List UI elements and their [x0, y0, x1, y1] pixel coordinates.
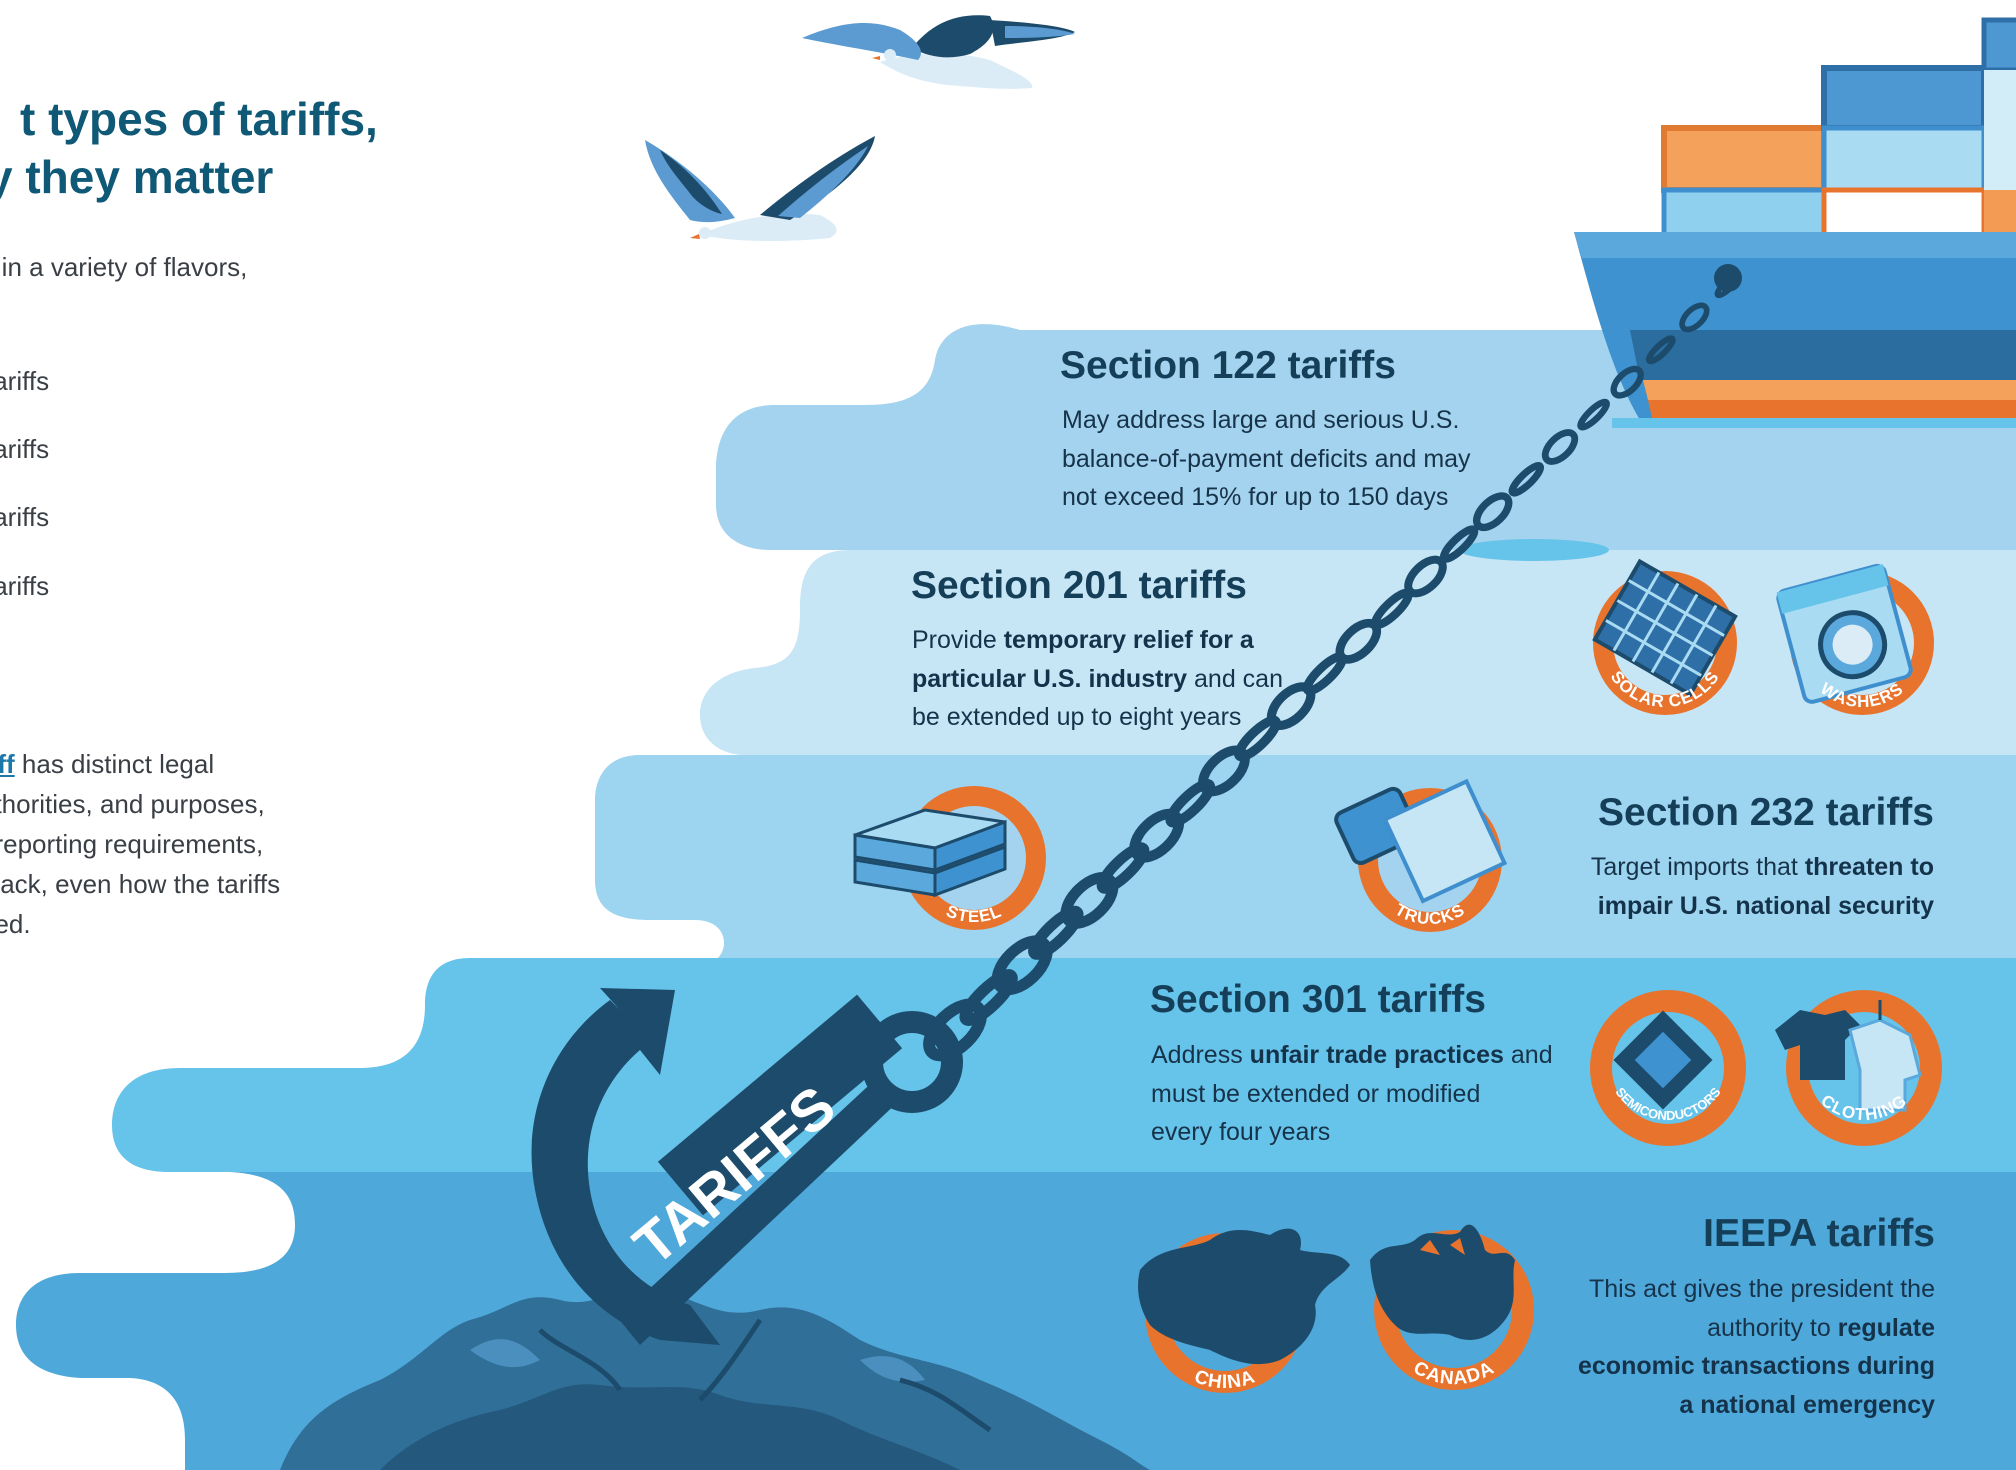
section-232-title: Section 232 tariffs	[1598, 791, 1934, 834]
intro-paragraph: riff has distinct legal uthorities, and …	[0, 744, 280, 944]
chain-link	[1472, 492, 1513, 532]
list-item: tariffs	[0, 502, 50, 532]
desc-emphasis: regulate	[1837, 1313, 1935, 1342]
desc-emphasis: unfair trade practices	[1249, 1041, 1504, 1069]
para-text: ged.	[0, 909, 31, 939]
gull-icon	[645, 136, 875, 242]
desc-text: Target imports that	[1590, 853, 1805, 881]
badge-washers: WASHERS	[1776, 563, 1934, 715]
desc-line: balance-of-payment deficits and may	[1062, 444, 1471, 473]
intro-lead: e in a variety of flavors,	[0, 252, 248, 282]
truck-icon	[1334, 778, 1508, 904]
badge-canada: CANADA	[1370, 1224, 1534, 1390]
desc-text: Address	[1151, 1041, 1250, 1069]
desc-emphasis: economic transactions during	[1577, 1352, 1935, 1380]
para-text: stack, even how the tariffs	[0, 869, 281, 899]
list-item: tariffs	[0, 366, 50, 396]
chain-link	[1679, 302, 1710, 333]
intro-heading-line1: t types of tariffs,	[20, 93, 378, 145]
chain-link	[1096, 842, 1150, 894]
ieepa-desc: This act gives the president the authori…	[1578, 1270, 1935, 1424]
chain-link	[991, 935, 1053, 996]
chain-link	[1028, 905, 1084, 960]
chain-link	[1404, 555, 1447, 598]
rock-icon	[280, 1287, 1150, 1470]
list-item: tariffs	[0, 571, 50, 601]
section-232-desc: Target imports that threaten to impair U…	[1591, 848, 1934, 925]
section-301-desc: Address unfair trade practices and must …	[1151, 1036, 1553, 1152]
desc-line: not exceed 15% for up to 150 days	[1062, 483, 1449, 511]
desc-line: be extended up to eight years	[912, 703, 1242, 731]
chain-link	[1439, 525, 1479, 563]
desc-text: and can	[1187, 664, 1283, 693]
badge-clothing: CLOTHING	[1775, 990, 1942, 1146]
chain-link	[1541, 429, 1579, 465]
chain-link	[1610, 365, 1644, 399]
badge-steel: STEEL	[853, 786, 1046, 930]
desc-text: Provide	[912, 626, 1004, 654]
chain-link	[1060, 872, 1119, 929]
tariff-link[interactable]: riff	[0, 749, 15, 779]
chain-link	[959, 969, 1018, 1026]
section-122-title: Section 122 tariffs	[1060, 344, 1396, 387]
list-item: tariffs	[0, 434, 50, 464]
para-text: uthorities, and purposes,	[0, 789, 265, 819]
section-301-title: Section 301 tariffs	[1150, 978, 1486, 1021]
steel-icon	[853, 808, 1007, 898]
para-text: has distinct legal	[14, 749, 215, 779]
chain-link	[1645, 335, 1676, 365]
desc-text: authority to	[1707, 1313, 1838, 1342]
washer-icon	[1776, 563, 1913, 704]
anchor-icon	[531, 988, 963, 1345]
badge-trucks: TRUCKS	[1334, 778, 1508, 932]
desc-line: every four years	[1151, 1118, 1331, 1146]
chain-icon	[923, 271, 1742, 1062]
para-text: t reporting requirements,	[0, 829, 264, 859]
chain-link	[1165, 779, 1216, 828]
china-map-icon	[1138, 1228, 1350, 1365]
section-201-desc: Provide temporary relief for a particula…	[912, 621, 1283, 737]
chain-link	[1714, 271, 1742, 299]
chip-icon	[1613, 1010, 1713, 1110]
badge-china: CHINA	[1138, 1228, 1350, 1393]
water-splash	[1459, 539, 1609, 561]
gull-icon	[802, 15, 1075, 89]
ieepa-title: IEEPA tariffs	[1703, 1212, 1935, 1255]
section-122-desc: May address large and serious U.S. balan…	[1062, 401, 1471, 517]
badge-semiconductors: SEMICONDUCTORS	[1590, 990, 1746, 1146]
canada-map-icon	[1370, 1224, 1515, 1340]
desc-emphasis: temporary relief for a	[1003, 626, 1254, 654]
section-201-title: Section 201 tariffs	[911, 564, 1247, 607]
ship-icon	[1574, 17, 2016, 428]
desc-line: This act gives the president the	[1588, 1275, 1935, 1303]
desc-line: must be extended or modified	[1151, 1079, 1481, 1108]
desc-emphasis: threaten to	[1804, 853, 1934, 881]
intro-heading-line2: y they matter	[0, 151, 274, 203]
desc-emphasis: impair U.S. national security	[1597, 891, 1934, 920]
intro-heading: t types of tariffs, y they matter	[0, 90, 378, 206]
desc-emphasis: particular U.S. industry	[912, 664, 1188, 693]
chain-link	[923, 998, 987, 1062]
desc-emphasis: a national emergency	[1679, 1390, 1935, 1419]
desc-text: and	[1503, 1041, 1553, 1069]
solar-panel-icon	[1592, 558, 1738, 698]
badge-solar-cells: SOLAR CELLS	[1592, 558, 1738, 715]
shirt-icon	[1775, 1000, 1922, 1112]
chain-link	[1508, 462, 1545, 497]
desc-line: May address large and serious U.S.	[1062, 406, 1460, 434]
chain-link	[1577, 398, 1610, 431]
